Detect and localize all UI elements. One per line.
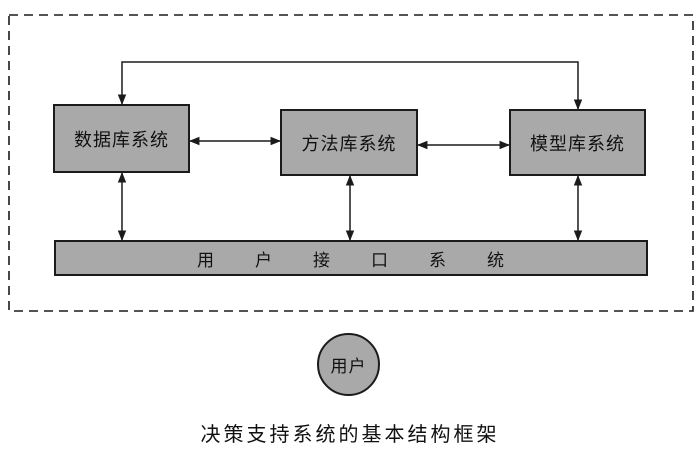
system-boundary: [8, 14, 694, 312]
model-base-system-label: 模型库系统: [530, 133, 625, 155]
user-interface-system-label: 用户接口系统: [197, 250, 545, 271]
user-interface-system-bar: 用户接口系统: [54, 240, 648, 276]
model-base-system-node: 模型库系统: [509, 109, 646, 176]
method-base-system-label: 方法库系统: [301, 133, 397, 155]
figure-caption: 决策支持系统的基本结构框架: [200, 422, 500, 446]
user-node: 用户: [317, 333, 380, 396]
method-base-system-node: 方法库系统: [280, 109, 418, 176]
user-label: 用户: [330, 357, 367, 377]
edge-database-modelbase: [117, 61, 583, 111]
database-system-label: 数据库系统: [74, 129, 169, 151]
database-system-node: 数据库系统: [53, 104, 190, 173]
